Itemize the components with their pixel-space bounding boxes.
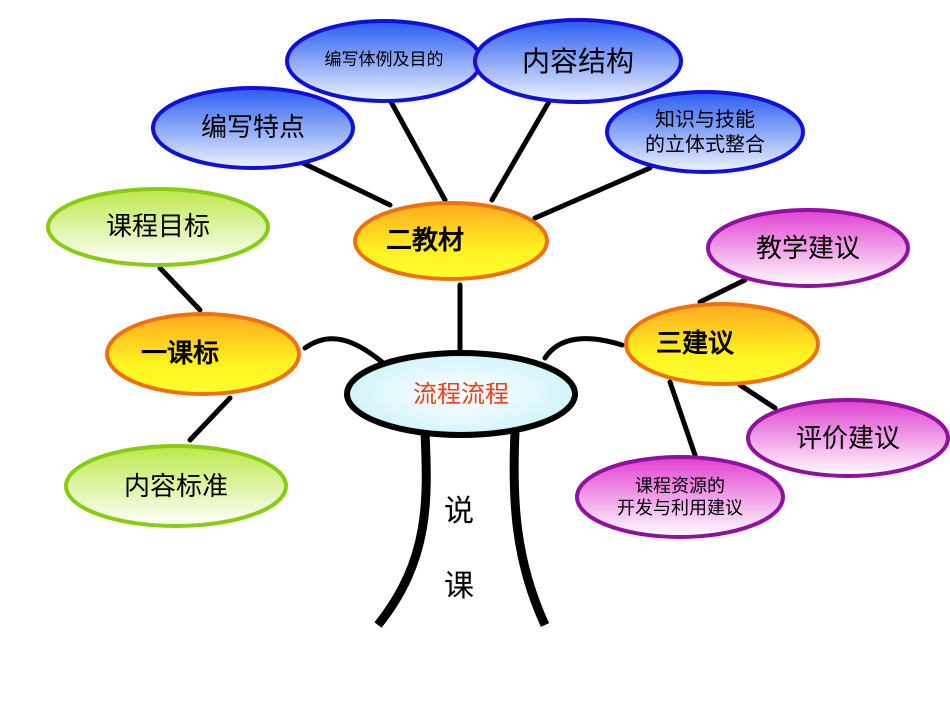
branch-shapes (105, 201, 820, 396)
course-standard-children-shapes (46, 187, 288, 528)
node-content-standards[interactable]: 内容标准 (123, 471, 228, 502)
center-node-shape (344, 350, 578, 438)
node-content-structure[interactable]: 内容结构 (521, 44, 634, 78)
trunk-char-ke: 课 (444, 569, 474, 605)
branch-textbook[interactable]: 二教材 (385, 225, 464, 256)
suggestions-children-shapes (575, 208, 950, 539)
node-resource-development[interactable]: 课程资源的 开发与利用建议 (617, 475, 743, 520)
node-course-goals[interactable]: 课程目标 (105, 211, 210, 242)
branch-course-standard[interactable]: 一课标 (140, 338, 219, 369)
textbook-children-shapes (151, 18, 805, 174)
node-writing-style-purpose[interactable]: 编写体例及目的 (324, 50, 444, 71)
branch-suggestions[interactable]: 三建议 (655, 328, 734, 359)
center-node[interactable]: 流程流程 (413, 380, 509, 408)
connectors (157, 97, 778, 458)
node-knowledge-skills-integration[interactable]: 知识与技能 的立体式整合 (645, 107, 765, 156)
node-evaluation-suggestions[interactable]: 评价建议 (795, 423, 900, 454)
trunk-char-shuo: 说 (444, 494, 474, 530)
node-writing-features[interactable]: 编写特点 (200, 112, 305, 143)
node-teaching-suggestions[interactable]: 教学建议 (755, 233, 860, 264)
trunk-lines (374, 431, 550, 628)
